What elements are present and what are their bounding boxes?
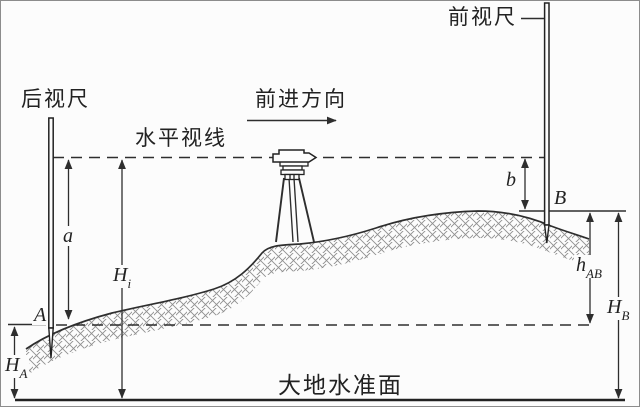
backsight-reading-label: a <box>61 225 75 247</box>
back-staff <box>48 117 54 359</box>
level-instrument <box>272 149 318 243</box>
terrain-surface-line <box>25 210 590 350</box>
height-difference-label: hAB <box>574 254 604 281</box>
front-staff-label: 前视尺 <box>448 5 517 29</box>
direction-label: 前进方向 <box>255 87 347 111</box>
elevation-a-label: HA <box>3 354 30 381</box>
tribrach-base <box>279 160 309 181</box>
point-a-label: A <box>32 304 49 326</box>
elevation-a-base: H <box>5 354 20 376</box>
back-staff-label: 后视尺 <box>21 87 90 111</box>
telescope <box>272 149 318 163</box>
elevation-a-sub: A <box>19 366 28 381</box>
sight-line-label: 水平视线 <box>135 126 227 150</box>
elevation-b-label: HB <box>605 296 632 323</box>
instrument-height-sub: i <box>127 276 132 291</box>
datum-label: 大地水准面 <box>278 373 403 398</box>
tripod-legs <box>275 177 315 243</box>
elevation-b-base: H <box>607 296 622 318</box>
front-staff <box>543 2 550 244</box>
instrument-height-label: Hi <box>111 264 134 291</box>
foresight-reading-label: b <box>504 169 518 191</box>
elevation-b-sub: B <box>621 308 630 323</box>
point-b-label: B <box>552 187 569 209</box>
terrain-hatch-band <box>26 211 589 376</box>
height-difference-sub: AB <box>586 266 602 281</box>
height-difference-base: h <box>576 254 586 276</box>
instrument-height-base: H <box>113 264 128 286</box>
